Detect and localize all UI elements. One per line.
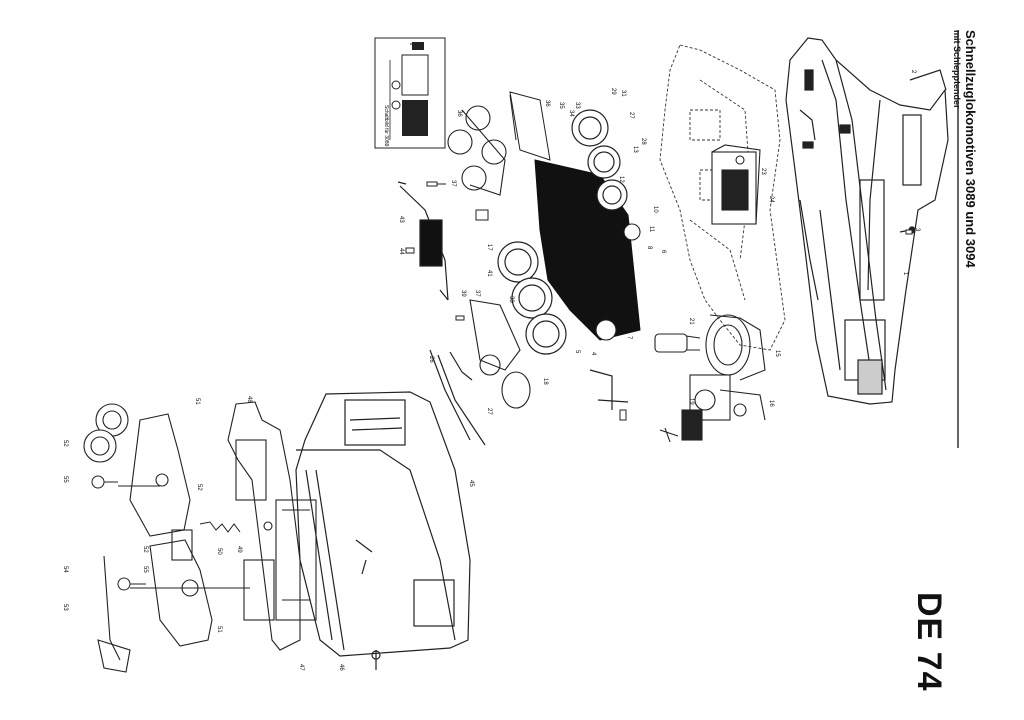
part-number: 51 bbox=[216, 626, 222, 633]
part-number: 15 bbox=[774, 350, 780, 357]
tender-bogie-front bbox=[97, 529, 213, 673]
part-number: 33 bbox=[574, 102, 580, 109]
part-number: 55 bbox=[62, 476, 68, 483]
locomotive-part-labels: 2 1 3 35 33 34 36 29 31 27 28 13 12 10 1… bbox=[398, 70, 920, 415]
driving-wheels bbox=[497, 109, 628, 355]
part-number: 19 bbox=[688, 398, 694, 405]
part-number: 38 bbox=[508, 296, 514, 303]
part-number: 27 bbox=[486, 408, 492, 415]
front-drive-components bbox=[654, 314, 766, 443]
part-number: 12 bbox=[618, 176, 624, 183]
part-number: 46 bbox=[338, 664, 344, 671]
part-number: 41 bbox=[486, 270, 492, 277]
part-number: 54 bbox=[62, 566, 68, 573]
tender-part-labels: 45 46 47 48 49 50 51 51 52 52 52 53 54 5… bbox=[62, 396, 474, 671]
part-number: 43 bbox=[398, 216, 404, 223]
part-number: 16 bbox=[768, 400, 774, 407]
part-number: 37 bbox=[474, 290, 480, 297]
part-number: 8 bbox=[646, 246, 652, 250]
boiler-housing bbox=[785, 37, 949, 405]
part-number: 13 bbox=[632, 146, 638, 153]
leading-truck bbox=[447, 105, 507, 196]
part-number: 50 bbox=[216, 548, 222, 555]
part-number: 36 bbox=[544, 100, 550, 107]
part-number: 52 bbox=[142, 546, 148, 553]
trailing-truck bbox=[469, 223, 641, 409]
part-number: 17 bbox=[486, 244, 492, 251]
part-number: 48 bbox=[246, 396, 252, 403]
part-number: 36 bbox=[456, 110, 462, 117]
part-number: 1 bbox=[902, 272, 908, 276]
part-number: 52 bbox=[62, 440, 68, 447]
part-number: 7 bbox=[626, 336, 632, 340]
part-number: 28 bbox=[640, 138, 646, 145]
wiring-inset: Schaltbild für 3089 bbox=[374, 37, 446, 149]
part-number: 34 bbox=[568, 110, 574, 117]
part-number: 26 bbox=[428, 356, 434, 363]
part-number: 3 bbox=[914, 228, 920, 232]
part-number: 52 bbox=[196, 484, 202, 491]
part-number: 11 bbox=[648, 226, 654, 233]
motor-assembly bbox=[711, 144, 761, 225]
part-number: 47 bbox=[298, 664, 304, 671]
part-number: 53 bbox=[62, 604, 68, 611]
side-rods bbox=[397, 181, 629, 446]
part-number: 51 bbox=[194, 398, 200, 405]
part-number: 37 bbox=[450, 180, 456, 187]
part-number: 27 bbox=[628, 112, 634, 119]
tender-bogie-rear bbox=[83, 403, 191, 537]
inset-caption: Schaltbild für 3089 bbox=[383, 105, 389, 147]
part-number: 2 bbox=[910, 70, 916, 74]
part-number: 24 bbox=[768, 196, 774, 203]
part-number: 10 bbox=[652, 206, 658, 213]
part-number: 18 bbox=[542, 378, 548, 385]
part-number: 31 bbox=[620, 90, 626, 97]
part-number: 39 bbox=[460, 290, 466, 297]
part-number: 49 bbox=[236, 546, 242, 553]
tender-frame bbox=[227, 401, 317, 651]
part-number: 55 bbox=[142, 566, 148, 573]
tender-fasteners bbox=[91, 475, 250, 591]
part-number: 6 bbox=[660, 250, 666, 254]
part-number: 23 bbox=[760, 168, 766, 175]
part-number: 5 bbox=[574, 350, 580, 354]
part-number: 21 bbox=[688, 318, 694, 325]
screws bbox=[405, 181, 913, 421]
part-number: 29 bbox=[610, 88, 616, 95]
part-number: 44 bbox=[398, 248, 404, 255]
part-number: 45 bbox=[468, 480, 474, 487]
part-number: 4 bbox=[590, 352, 596, 356]
part-number: 35 bbox=[558, 102, 564, 109]
tender-body bbox=[295, 391, 471, 670]
